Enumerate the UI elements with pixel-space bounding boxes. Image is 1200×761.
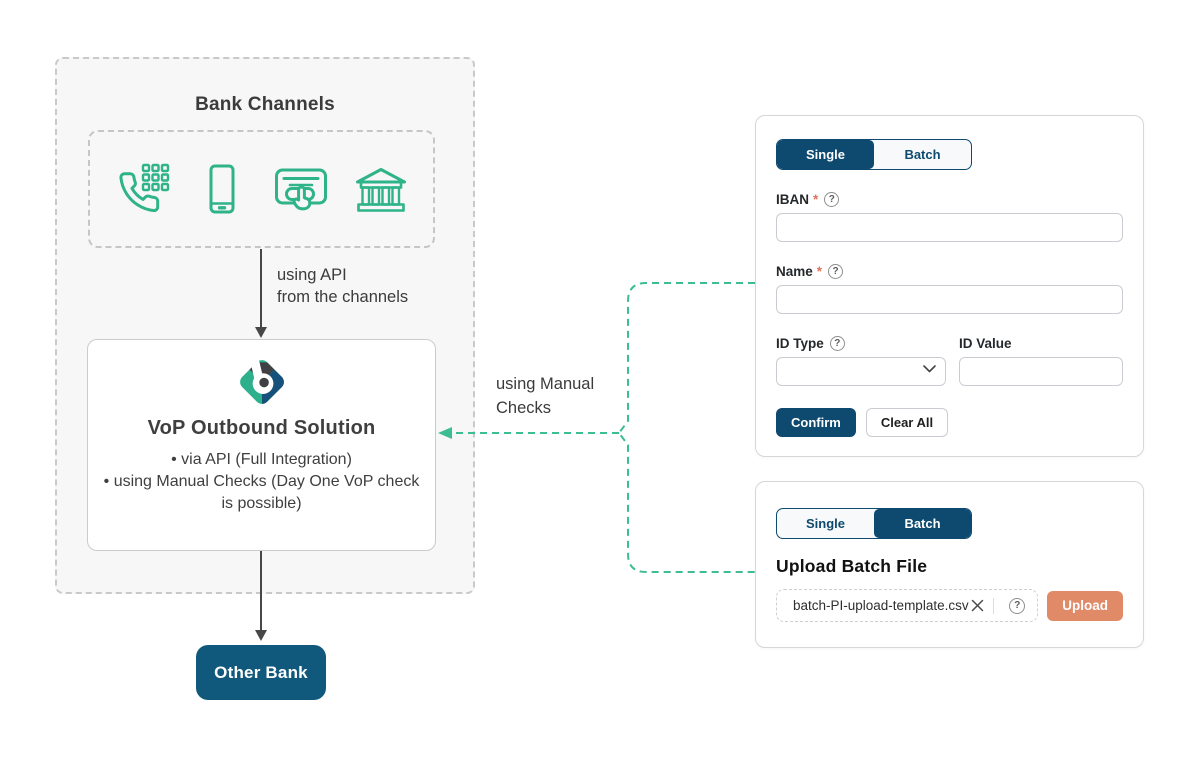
using-manual-checks-label: using Manual Checks: [496, 375, 595, 417]
required-mark: *: [813, 191, 819, 207]
bank-building-icon: [356, 168, 407, 212]
tab-batch[interactable]: Batch: [904, 147, 941, 162]
name-label: Name * ?: [776, 263, 1123, 279]
id-type-select[interactable]: [776, 357, 946, 386]
using-api-label: using API from the channels: [277, 266, 409, 306]
vop-bullet-2: • using Manual Checks (Day One VoP check…: [103, 473, 420, 513]
id-value-label: ID Value: [959, 335, 1012, 351]
clear-file-icon[interactable]: [971, 599, 984, 612]
confirm-button[interactable]: Confirm: [776, 408, 856, 437]
iban-input[interactable]: [776, 213, 1123, 242]
channel-icons-box: [88, 130, 435, 248]
card-tap-icon: [275, 168, 328, 211]
vop-bullets: • via API (Full Integration) • using Man…: [88, 449, 435, 515]
id-type-label: ID Type ?: [776, 335, 946, 351]
mobile-phone-icon: [209, 164, 235, 214]
vop-bullet-1: • via API (Full Integration): [171, 451, 352, 468]
bank-channels-title: Bank Channels: [195, 94, 335, 115]
id-type-help-icon[interactable]: ?: [829, 335, 845, 351]
vop-logo-icon: [236, 357, 287, 407]
batch-file-field[interactable]: batch-PI-upload-template.csv ?: [776, 589, 1039, 622]
single-panel-tabs: Single Batch: [776, 139, 972, 170]
iban-label: IBAN * ?: [776, 191, 1123, 207]
name-input[interactable]: [776, 285, 1123, 314]
clear-all-button[interactable]: Clear All: [865, 408, 949, 437]
batch-file-name: batch-PI-upload-template.csv: [793, 598, 969, 613]
other-bank-node: Other Bank: [196, 645, 326, 700]
id-value-input[interactable]: [959, 357, 1123, 386]
chevron-down-icon: [923, 365, 936, 373]
vop-title: VoP Outbound Solution: [147, 417, 376, 439]
upload-button[interactable]: Upload: [1047, 590, 1123, 621]
file-help-icon[interactable]: ?: [1009, 597, 1026, 614]
phone-keypad-icon: [119, 163, 169, 213]
iban-help-icon[interactable]: ?: [824, 191, 840, 207]
single-check-panel: Single Batch IBAN * ? Name * ? ID Type ?: [755, 115, 1144, 457]
required-mark: *: [816, 263, 823, 279]
upload-batch-file-heading: Upload Batch File: [776, 556, 928, 576]
divider: [993, 597, 995, 614]
tab-batch[interactable]: Batch: [874, 509, 971, 538]
batch-upload-panel: Single Batch Upload Batch File batch-PI-…: [755, 481, 1144, 648]
tab-single[interactable]: Single: [777, 140, 874, 169]
name-help-icon[interactable]: ?: [828, 263, 844, 279]
vop-outbound-box: VoP Outbound Solution • via API (Full In…: [87, 339, 436, 551]
batch-panel-tabs: Single Batch: [776, 508, 972, 539]
tab-single[interactable]: Single: [805, 516, 845, 531]
